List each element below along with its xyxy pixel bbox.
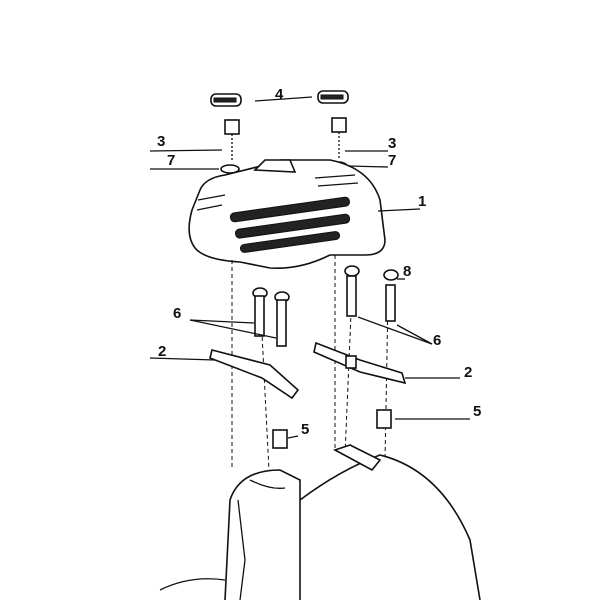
spacer-right (376, 409, 392, 429)
callout-7-right: 7 (388, 152, 396, 169)
callout-2-right: 2 (464, 364, 472, 381)
cap-left (210, 93, 242, 107)
spacer-left (272, 429, 288, 449)
screw-left-2 (274, 291, 290, 347)
callout-8: 8 (403, 263, 411, 280)
callout-3-right: 3 (388, 135, 396, 152)
bracket-right (313, 341, 407, 385)
callout-1: 1 (418, 193, 426, 210)
motorcycle-seat (159, 444, 481, 600)
bracket-right-stud (345, 355, 357, 369)
cap-right (317, 90, 349, 104)
luggage-rack (188, 159, 386, 270)
screw-right-2 (383, 269, 399, 322)
callout-5-left: 5 (301, 421, 309, 438)
screw-right-1 (344, 265, 360, 317)
screw-left-1 (252, 287, 268, 337)
callout-2-left: 2 (158, 343, 166, 360)
callout-6-left: 6 (173, 305, 181, 322)
callout-7-left: 7 (167, 152, 175, 169)
bolt-top-left (224, 119, 240, 160)
callout-4: 4 (275, 86, 284, 103)
bolt-top-right (331, 117, 347, 158)
callout-3-left: 3 (157, 133, 165, 150)
callout-5-right: 5 (473, 403, 481, 420)
callout-6-right: 6 (433, 332, 441, 349)
bracket-left (209, 349, 300, 400)
